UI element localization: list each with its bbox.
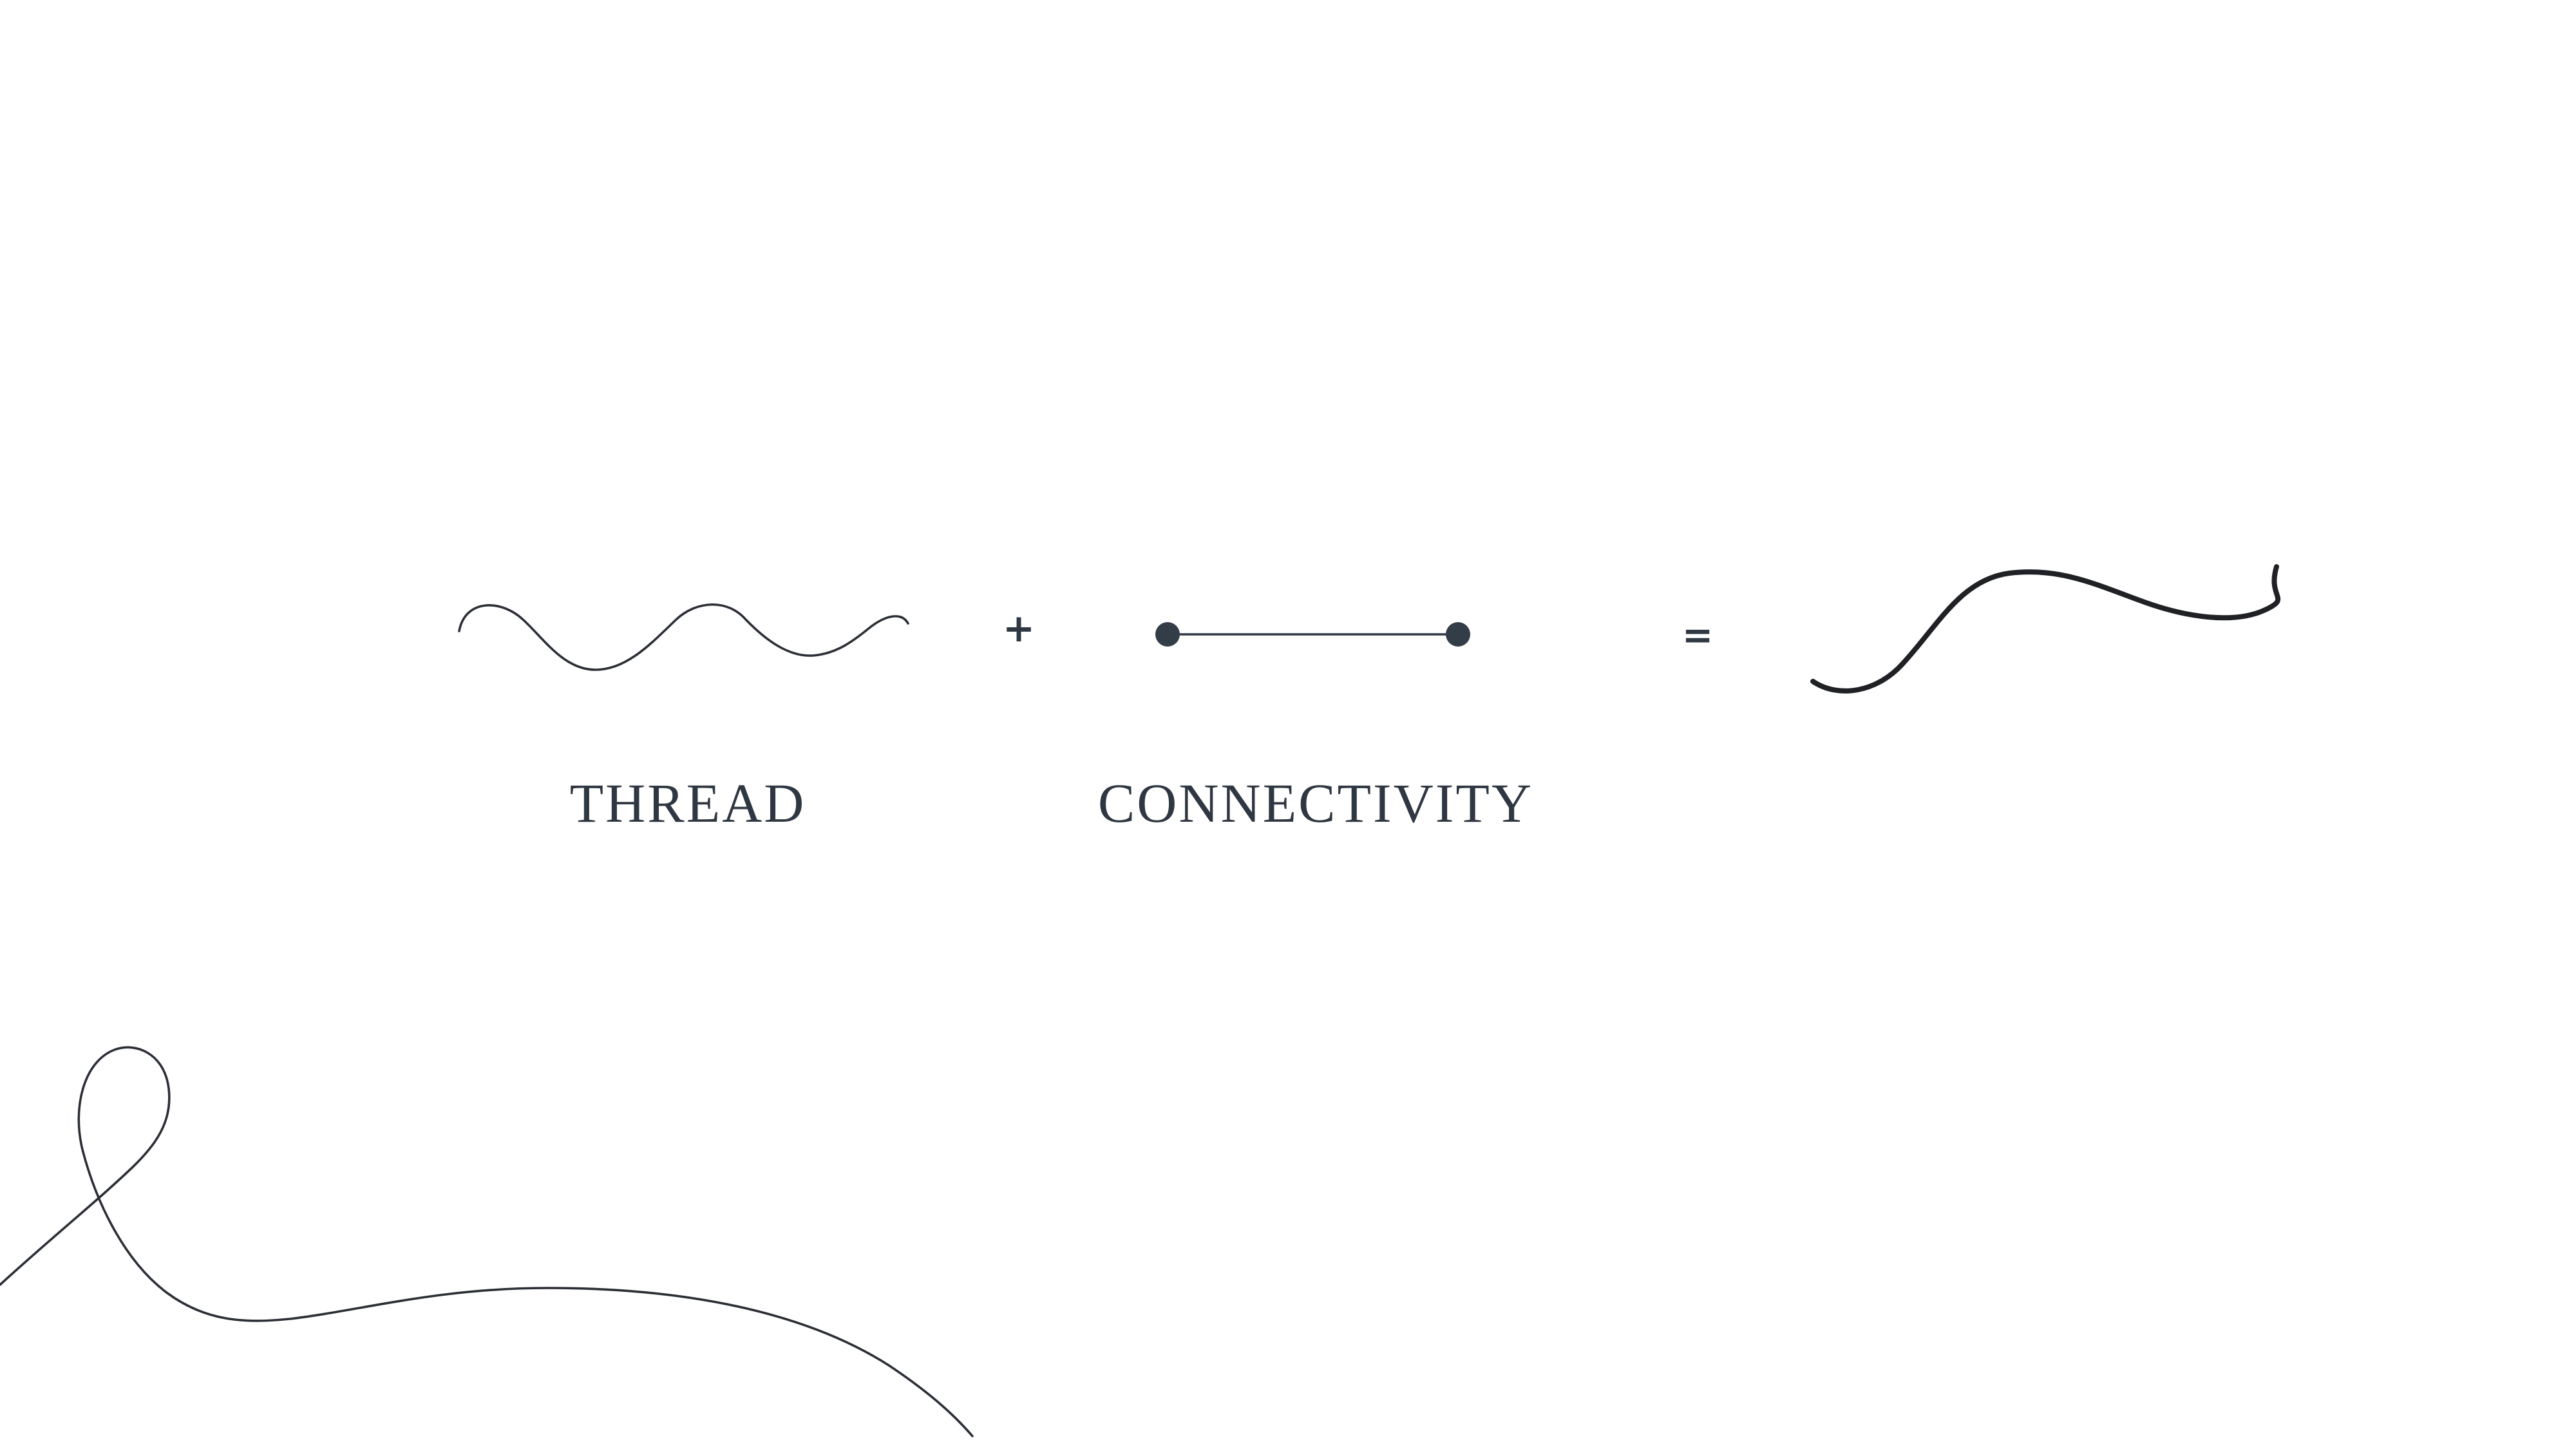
plus-operator: +	[1003, 606, 1035, 651]
wavy-thread-icon	[458, 603, 909, 671]
equals-operator: =	[1682, 613, 1714, 657]
node-start	[1155, 622, 1180, 647]
connected-nodes-icon	[1155, 622, 1470, 647]
node-end	[1446, 622, 1470, 647]
connectivity-label: CONNECTIVITY	[1098, 772, 1533, 834]
looped-thread-icon	[0, 1046, 974, 1437]
thread-label: THREAD	[570, 772, 806, 834]
flowing-curve-icon	[1810, 564, 2281, 694]
